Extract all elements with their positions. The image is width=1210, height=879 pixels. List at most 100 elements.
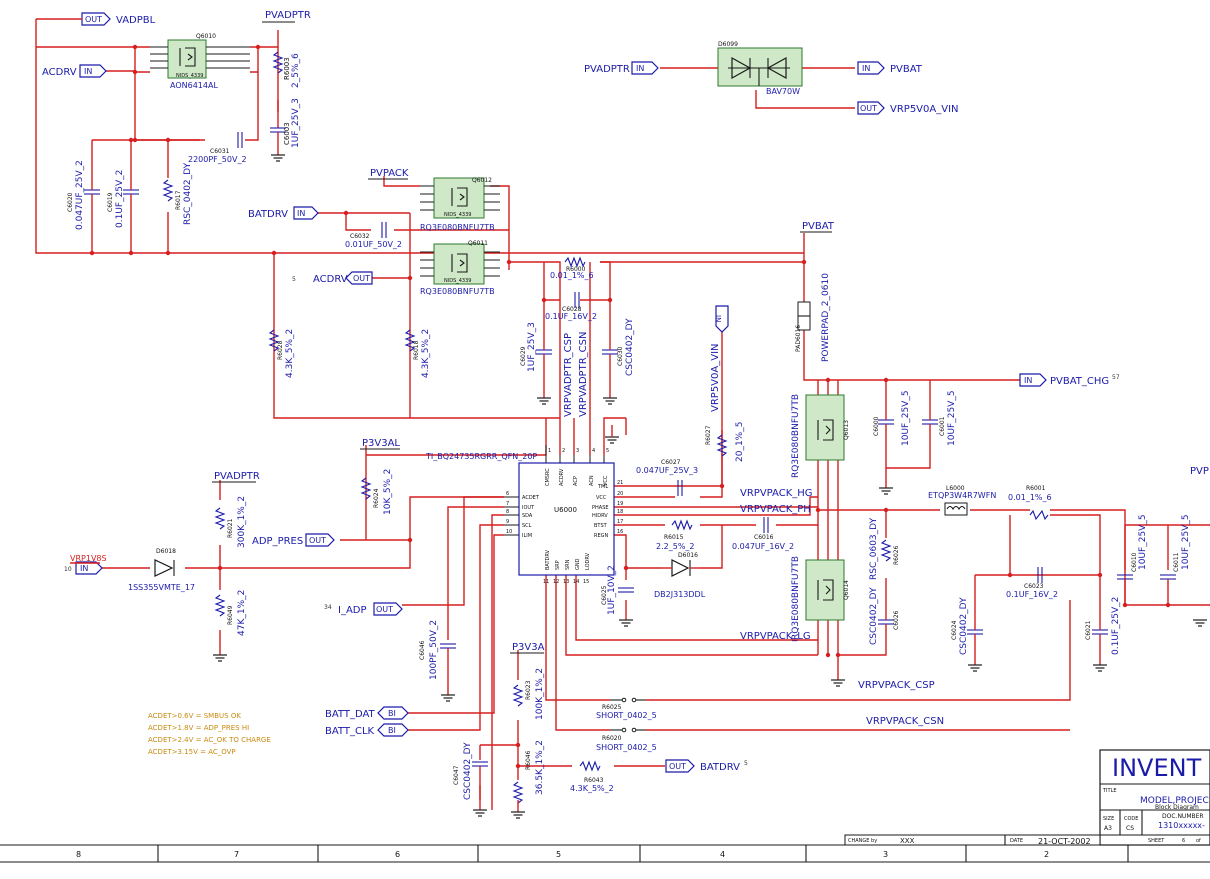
c6031-capacitor[interactable]: C6031 2200PF_50V_2: [188, 132, 247, 164]
port-pvbat-in[interactable]: IN PVBAT: [857, 61, 923, 75]
c6025-capacitor[interactable]: C6025 1UF_10V_2: [601, 565, 634, 627]
title-block: INVENT TITLE MODEL,PROJEC Block Diagram …: [844, 749, 1210, 846]
c6047-capacitor[interactable]: C6047 CSC0402_DY: [453, 742, 488, 817]
r6026-resistor[interactable]: R6026 RSC_0603_DY: [869, 517, 900, 580]
wires: [35, 19, 1210, 810]
svg-text:ADP_PRES: ADP_PRES: [252, 536, 303, 547]
c6026-capacitor[interactable]: C6026 CSC0402_DY: [869, 587, 900, 645]
port-adp-pres-out[interactable]: OUT ADP_PRES: [252, 533, 335, 547]
r6000-resistor[interactable]: R6000 0.01_1%_6: [550, 256, 594, 280]
svg-text:0.01_1%_6: 0.01_1%_6: [1008, 493, 1052, 502]
svg-text:DOC.NUMBER: DOC.NUMBER: [1162, 813, 1204, 820]
r6023-resistor[interactable]: R6023 100K_1%_2: [512, 668, 545, 720]
r6024-resistor[interactable]: R6024 10K_5%_2: [360, 469, 393, 515]
r6027-resistor[interactable]: R6027 20_1%_5: [705, 422, 745, 462]
svg-text:VADPBL: VADPBL: [116, 15, 156, 26]
d6018-diode[interactable]: D6018 1SS355VMTE_17: [128, 548, 195, 592]
svg-text:10UF_25V_5: 10UF_25V_5: [1181, 514, 1191, 570]
svg-text:GND: GND: [575, 558, 581, 570]
port-acdrv-in[interactable]: IN ACDRV: [42, 64, 107, 78]
c6001-capacitor[interactable]: C6001 10UF_25V_5: [922, 390, 957, 446]
svg-text:0.1UF_25V_2: 0.1UF_25V_2: [115, 170, 125, 228]
port-pvadptr-in[interactable]: IN PVADPTR: [584, 61, 659, 75]
port-i-adp-out[interactable]: OUT I_ADP 34: [324, 602, 403, 616]
q6014-mosfet[interactable]: RQ3E080BNFU7TB Q6014: [791, 556, 850, 640]
svg-text:2.2_5%_2: 2.2_5%_2: [656, 542, 695, 551]
r6003-resistor[interactable]: R6003 2_5%_6: [272, 51, 301, 88]
r6001-resistor[interactable]: R6001 0.01_1%_6: [1008, 485, 1052, 521]
port-pvbat-chg[interactable]: IN PVBAT_CHG 57: [1019, 373, 1120, 387]
svg-text:4.3K_5%_2: 4.3K_5%_2: [421, 329, 431, 378]
svg-text:3: 3: [576, 448, 579, 454]
c6028-capacitor[interactable]: C6028 0.1UF_16V_2: [545, 292, 597, 321]
c6027-capacitor[interactable]: C6027 0.047UF_25V_3: [636, 459, 698, 496]
c6000-capacitor[interactable]: C6000 10UF_25V_5: [873, 390, 911, 446]
r6015-resistor[interactable]: R6015 2.2_5%_2: [656, 519, 695, 551]
q6011-mosfet[interactable]: Q6011 NIDS_4339 RQ3E080BNFU7TB: [420, 240, 500, 296]
l6000-inductor[interactable]: L6000 ETQP3W4R7WFN: [928, 485, 996, 516]
svg-text:BATDRV: BATDRV: [248, 209, 288, 220]
components: Q6010 NIDS_4339 AON6414AL R6003 2_5%_6 C…: [67, 33, 1208, 819]
svg-text:NIDS_4339: NIDS_4339: [176, 73, 203, 79]
svg-text:0.1UF_25V_2: 0.1UF_25V_2: [1111, 597, 1121, 655]
svg-text:Q6011: Q6011: [468, 240, 488, 247]
r6017-resistor[interactable]: R6017 RSC_0402_DY: [162, 162, 193, 225]
r6021-resistor[interactable]: R6021 300K_1%_2: [214, 496, 247, 548]
svg-text:5: 5: [606, 448, 609, 454]
port-vrp5v0a-vin-vert[interactable]: IN: [714, 305, 729, 333]
svg-text:Q6013: Q6013: [843, 420, 850, 440]
d6016-diode[interactable]: D6016 DB2J313DDL: [654, 552, 706, 599]
port-batdrv-in[interactable]: IN BATDRV: [248, 206, 319, 220]
q6013-mosfet[interactable]: RQ3E080BNFU7TB Q6013: [791, 394, 850, 478]
port-vrp1v8s-in[interactable]: IN VRP1V8S 10: [64, 554, 107, 575]
svg-text:R6027: R6027: [705, 425, 712, 445]
port-vrp5v0a-vin-out[interactable]: OUT VRP5V0A_VIN: [857, 101, 959, 115]
svg-text:R6001: R6001: [1026, 485, 1046, 492]
border-zones: 8 7 6 5 4 3 2: [0, 844, 1210, 863]
svg-text:57: 57: [1112, 374, 1120, 381]
port-vadpbl[interactable]: OUT VADPBL: [36, 12, 156, 26]
svg-text:VRP1V8S: VRP1V8S: [70, 554, 107, 563]
c6024-capacitor[interactable]: C6024 CSC0402_DY: [951, 597, 983, 672]
svg-text:1310xxxxx-: 1310xxxxx-: [1158, 821, 1205, 830]
c6021-capacitor[interactable]: C6021 0.1UF_25V_2: [1085, 597, 1121, 672]
r6049-resistor[interactable]: R6049 47K_1%_2: [214, 590, 247, 636]
r6046-resistor[interactable]: R6046 36.5K_1%_2: [510, 740, 545, 819]
r6025-short[interactable]: R6025 SHORT_0402_5: [596, 697, 657, 720]
d6099-diode-pair[interactable]: D6099 BAV70W: [717, 41, 803, 96]
r6018-resistor[interactable]: R6018 4.3K_5%_2: [404, 329, 431, 378]
c6020-capacitor[interactable]: C6020 0.047UF_25V_2: [67, 160, 100, 230]
svg-text:10: 10: [506, 529, 512, 535]
c6046-capacitor[interactable]: C6046 100PF_50V_2: [419, 620, 456, 702]
net-p3v3a: P3V3A: [512, 642, 545, 653]
port-batt-clk-bi[interactable]: BI BATT_CLK: [325, 723, 409, 737]
r6028-resistor[interactable]: R6028 4.3K_5%_2: [268, 329, 295, 378]
r6020-short[interactable]: R6020 SHORT_0402_5: [596, 727, 657, 752]
svg-text:RSC_0603_DY: RSC_0603_DY: [869, 517, 879, 580]
c6011-capacitor[interactable]: C6011 10UF_25V_5: [1160, 514, 1191, 580]
port-acdrv-out[interactable]: OUT ACDRV 5: [292, 271, 373, 285]
ports: OUT VADPBL IN ACDRV IN PVADPTR IN PVBAT …: [36, 12, 1120, 773]
svg-text:OUT: OUT: [353, 274, 370, 283]
c6032-capacitor[interactable]: C6032 0.01UF_50V_2: [345, 222, 402, 249]
svg-text:D6018: D6018: [156, 548, 176, 555]
r6043-resistor[interactable]: R6043 4.3K_5%_2: [570, 760, 614, 793]
c6003-capacitor[interactable]: C6003 1UF_25V_3: [270, 98, 301, 162]
port-batdrv-out[interactable]: OUT BATDRV 5: [665, 759, 748, 773]
c6029-capacitor[interactable]: C6029 1UF_25V_3: [520, 322, 552, 405]
svg-text:CSC0402_DY: CSC0402_DY: [869, 587, 879, 645]
svg-text:RQ3E080BNFU7TB: RQ3E080BNFU7TB: [420, 287, 495, 296]
net-vrp5v0a-vin-vert: VRP5V0A_VIN: [710, 344, 721, 413]
c6019-capacitor[interactable]: C6019 0.1UF_25V_2: [107, 170, 139, 228]
q6010-mosfet[interactable]: Q6010 NIDS_4339 AON6414AL: [150, 33, 250, 90]
port-batt-dat-bi[interactable]: BI BATT_DAT: [325, 706, 409, 720]
c6030-capacitor[interactable]: C6030 CSC0402_DY: [602, 318, 635, 405]
svg-text:PVBAT: PVBAT: [890, 64, 923, 75]
pad6016-powerpad[interactable]: PAD6016 POWERPAD_2_0610: [795, 273, 831, 362]
q6012-mosfet[interactable]: Q6012 NIDS_4339 RQ3E080BNFU7TB: [420, 177, 500, 232]
c6010-capacitor[interactable]: C6010 10UF_25V_5: [1117, 514, 1148, 580]
c6023-capacitor[interactable]: C6023 0.1UF_16V_2: [1006, 567, 1058, 599]
c6016-capacitor[interactable]: C6016 0.047UF_16V_2: [732, 517, 794, 551]
